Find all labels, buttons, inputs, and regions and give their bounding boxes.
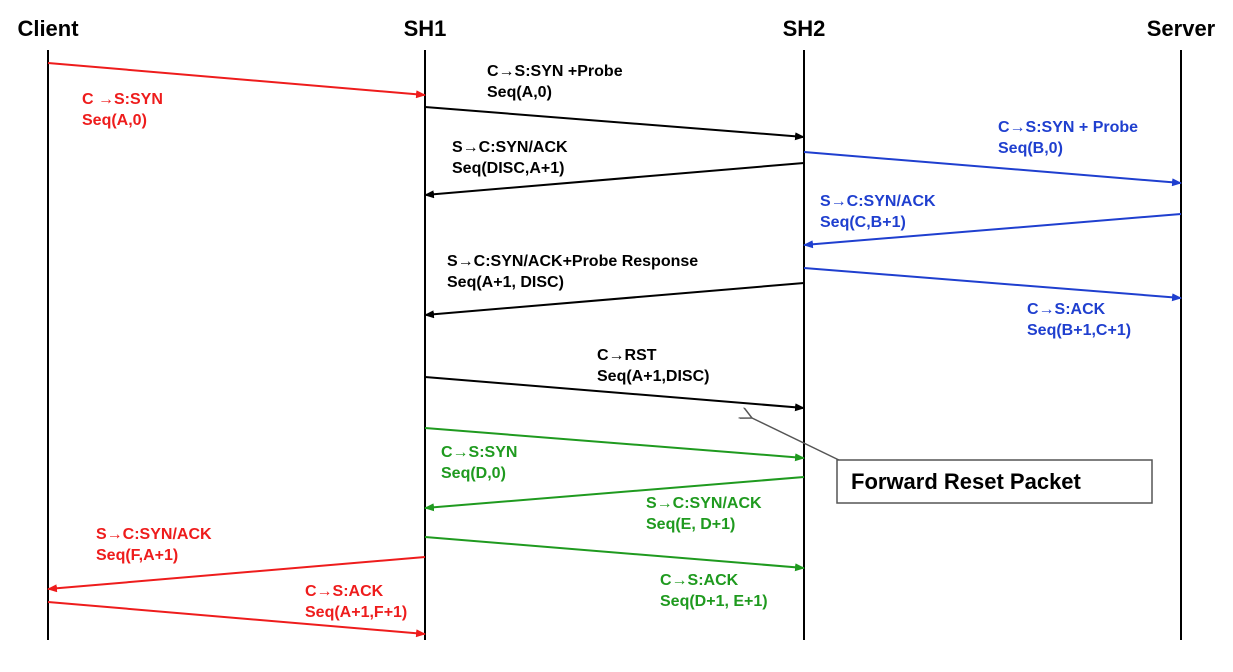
- message-arrow: [803, 151, 1182, 187]
- callout-label: Forward Reset Packet: [851, 469, 1082, 494]
- message-label: Seq(D,0): [441, 465, 506, 482]
- participant-sh2: SH2: [783, 16, 826, 41]
- participant-server: Server: [1147, 16, 1216, 41]
- message-label: Seq(D+1, E+1): [660, 593, 768, 610]
- message-label: C→RST: [597, 347, 657, 364]
- message-label: Seq(E, D+1): [646, 516, 735, 533]
- message-label: Seq(A,0): [487, 84, 552, 101]
- message-label: C→S:ACK: [305, 583, 384, 600]
- message-arrow: [47, 62, 426, 99]
- message-label: Seq(F,A+1): [96, 547, 178, 564]
- participant-client: Client: [17, 16, 79, 41]
- message-label: Seq(A+1,DISC): [597, 368, 709, 385]
- message-label: Seq(DISC,A+1): [452, 160, 564, 177]
- message-arrow: [47, 601, 426, 638]
- message-arrow: [803, 213, 1182, 249]
- message-arrow: [424, 536, 805, 572]
- message-label: Seq(C,B+1): [820, 214, 906, 231]
- callout-box: [836, 459, 1153, 504]
- message-label: C→S:SYN +Probe: [487, 63, 623, 80]
- message-label: Seq(A,0): [82, 112, 147, 129]
- message-label: Seq(B+1,C+1): [1027, 322, 1131, 339]
- message-label: S→C:SYN/ACK+Probe Response: [447, 253, 698, 270]
- message-arrow: [424, 476, 805, 512]
- message-arrow: [424, 376, 805, 412]
- message-label: Seq(B,0): [998, 140, 1063, 157]
- participant-sh1: SH1: [404, 16, 447, 41]
- message-label: C→S:ACK: [660, 572, 739, 589]
- message-arrow: [803, 267, 1182, 302]
- callout-pointer: [752, 418, 844, 463]
- message-label: S→C:SYN/ACK: [646, 495, 762, 512]
- message-label: S→C:SYN/ACK: [452, 139, 568, 156]
- message-label: C →S:SYN: [82, 91, 163, 108]
- message-arrow: [424, 162, 805, 199]
- message-arrow: [424, 282, 805, 319]
- message-label: S→C:SYN/ACK: [96, 526, 212, 543]
- message-label: Seq(A+1,F+1): [305, 604, 407, 621]
- message-arrow: [47, 556, 426, 593]
- message-label: C→S:SYN + Probe: [998, 119, 1138, 136]
- message-label: C→S:SYN: [441, 444, 517, 461]
- message-arrow: [424, 427, 805, 462]
- message-label: C→S:ACK: [1027, 301, 1106, 318]
- message-arrow: [424, 106, 805, 141]
- message-label: Seq(A+1, DISC): [447, 274, 564, 291]
- message-label: S→C:SYN/ACK: [820, 193, 936, 210]
